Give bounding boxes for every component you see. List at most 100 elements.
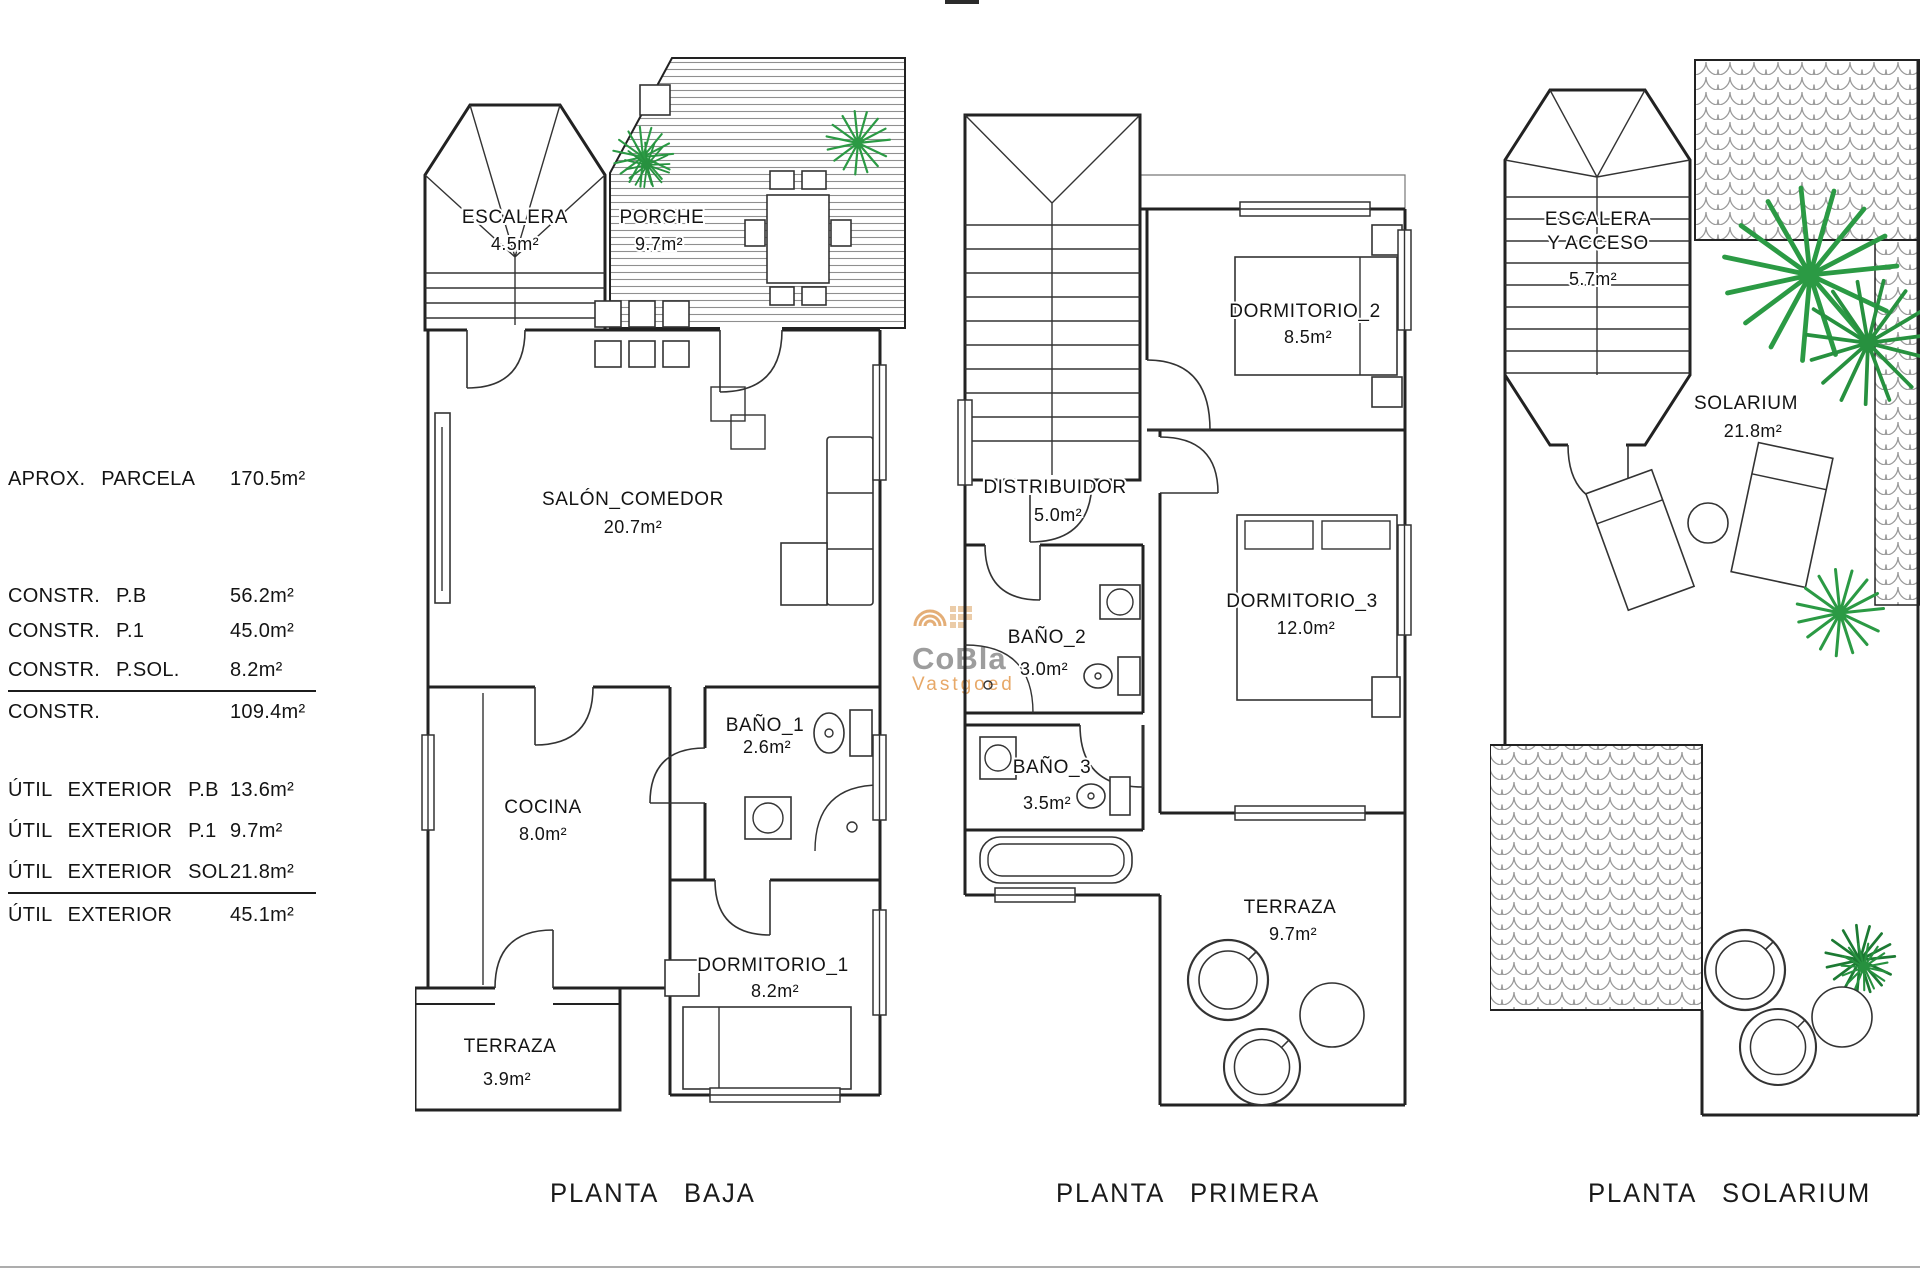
room-label-dormitorio2: DORMITORIO_2 <box>1229 301 1380 322</box>
room-area-porche: 9.7m² <box>635 234 683 254</box>
side-table <box>1687 502 1729 544</box>
roof-outline <box>1140 174 1406 209</box>
toilet-icon <box>813 709 873 757</box>
round-chairs <box>1703 928 1873 1087</box>
room-area-distribuidor: 5.0m² <box>1034 505 1082 525</box>
pillar <box>639 84 671 116</box>
round-chairs <box>1186 938 1365 1107</box>
legend-label: ÚTIL EXTERIOR SOL. <box>8 861 235 883</box>
door-arcs <box>984 359 1219 788</box>
room-label-escalera-acceso: ESCALERA <box>1545 209 1651 230</box>
legend-row: APROX. PARCELA 170.5m² <box>8 468 338 491</box>
legend-value: 56.2m² <box>230 585 295 607</box>
room-label-cocina: COCINA <box>504 797 582 818</box>
room-area-terraza-primera: 9.7m² <box>1269 924 1317 944</box>
legend-row: ÚTIL EXTERIOR SOL.21.8m² <box>8 861 338 884</box>
room-label-escalera: ESCALERA <box>462 207 568 228</box>
bed <box>1236 514 1401 718</box>
room-label-salon: SALÓN_COMEDOR <box>542 488 724 510</box>
sun-lounger <box>1584 468 1696 612</box>
legend-row: ÚTIL EXTERIOR 45.1m² <box>8 904 338 927</box>
room-area-escalera: 4.5m² <box>491 234 539 254</box>
room-area-terraza-baja: 3.9m² <box>483 1069 531 1089</box>
windows <box>957 201 1412 903</box>
legend-label: ÚTIL EXTERIOR P.1 <box>8 820 217 842</box>
windows <box>421 364 887 1103</box>
plan-planta-baja: ESCALERA 4.5m² PORCHE 9.7m² SALÓN_COMEDO… <box>415 57 906 1112</box>
shower-icon <box>964 644 1034 714</box>
legend-label: ÚTIL EXTERIOR P.B <box>8 779 219 801</box>
legend-label: CONSTR. <box>8 701 101 723</box>
room-area-salon: 20.7m² <box>604 517 662 537</box>
legend-label: CONSTR. P.B <box>8 585 147 607</box>
legend-label: CONSTR. P.SOL. <box>8 659 180 681</box>
room-label-porche: PORCHE <box>620 207 705 228</box>
room-label-terraza-baja: TERRAZA <box>464 1036 557 1057</box>
patio-table-set <box>744 170 852 306</box>
stair-tower <box>1503 88 1692 447</box>
dining-chairs <box>594 300 766 450</box>
door-arcs <box>466 329 783 989</box>
sink-icon <box>1099 584 1141 620</box>
room-area-escalera-acceso: 5.7m² <box>1569 269 1617 289</box>
stair-tower <box>423 103 607 332</box>
legend-row: ÚTIL EXTERIOR P.B 13.6m² <box>8 779 338 802</box>
legend-value: 9.7m² <box>230 820 283 842</box>
legend-label: CONSTR. P.1 <box>8 620 145 642</box>
roof-tiles <box>1490 59 1920 1011</box>
legend-divider <box>8 892 316 894</box>
toilet-icon <box>1076 776 1131 816</box>
bathtub-icon <box>979 836 1133 884</box>
room-area-dormitorio3: 12.0m² <box>1277 618 1335 638</box>
exterior-walls <box>1503 60 1920 1117</box>
legend-row: CONSTR. 109.4m² <box>8 701 338 724</box>
watermark-logo-icon <box>913 606 972 628</box>
legend-value: 13.6m² <box>230 779 295 801</box>
tv-unit <box>434 412 451 604</box>
room-label-dormitorio1: DORMITORIO_1 <box>697 955 848 976</box>
legend-row: CONSTR. P.SOL. 8.2m² <box>8 659 338 682</box>
bottom-rule <box>0 1266 1920 1268</box>
porch-deck <box>609 57 906 329</box>
legend-value: 45.1m² <box>230 904 295 926</box>
toilet-icon <box>1083 656 1141 696</box>
bed <box>664 959 852 1090</box>
interior-walls <box>428 685 880 988</box>
plan-planta-solarium: ESCALERA Y ACCESO 5.7m² SOLARIUM 21.8m² <box>1490 59 1920 1117</box>
sofa <box>780 436 874 606</box>
staircase <box>963 113 1142 482</box>
legend-value: 21.8m² <box>230 861 295 883</box>
legend-value: 45.0m² <box>230 620 295 642</box>
watermark: CoBla Vastgoed <box>912 592 1015 695</box>
room-area-solarium: 21.8m² <box>1724 421 1782 441</box>
sun-lounger <box>1730 441 1834 589</box>
legend-value: 170.5m² <box>230 468 306 490</box>
legend-label: ÚTIL EXTERIOR <box>8 904 173 926</box>
legend-value: 8.2m² <box>230 659 283 681</box>
plan-title-primera: PLANTA PRIMERA <box>1056 1178 1321 1208</box>
legend-row: ÚTIL EXTERIOR P.1 9.7m² <box>8 820 338 843</box>
room-label-dormitorio3: DORMITORIO_3 <box>1226 591 1377 612</box>
room-label-bano1: BAÑO_1 <box>726 714 805 736</box>
room-area-bano1: 2.6m² <box>743 737 791 757</box>
shower-icon <box>814 784 881 852</box>
legend-value: 109.4m² <box>230 701 306 723</box>
sink-icon <box>979 736 1017 780</box>
room-area-dormitorio2: 8.5m² <box>1284 327 1332 347</box>
legend-divider <box>8 690 316 692</box>
legend-row: CONSTR. P.B 56.2m² <box>8 585 338 608</box>
legend-label: APROX. PARCELA <box>8 468 196 490</box>
room-area-cocina: 8.0m² <box>519 824 567 844</box>
plan-planta-primera: DORMITORIO_2 8.5m² DISTRIBUIDOR 5.0m² BA… <box>957 113 1412 1107</box>
room-label-terraza-primera: TERRAZA <box>1244 897 1337 918</box>
plan-title-baja: PLANTA BAJA <box>550 1178 756 1208</box>
watermark-sub: Vastgoed <box>912 674 1015 696</box>
sink-icon <box>744 796 792 840</box>
interior-walls <box>965 209 1405 832</box>
room-area-bano2: 3.0m² <box>1020 659 1068 679</box>
room-label-bano3: BAÑO_3 <box>1013 756 1092 778</box>
top-tick <box>945 0 979 4</box>
legend-row: CONSTR. P.1 45.0m² <box>8 620 338 643</box>
